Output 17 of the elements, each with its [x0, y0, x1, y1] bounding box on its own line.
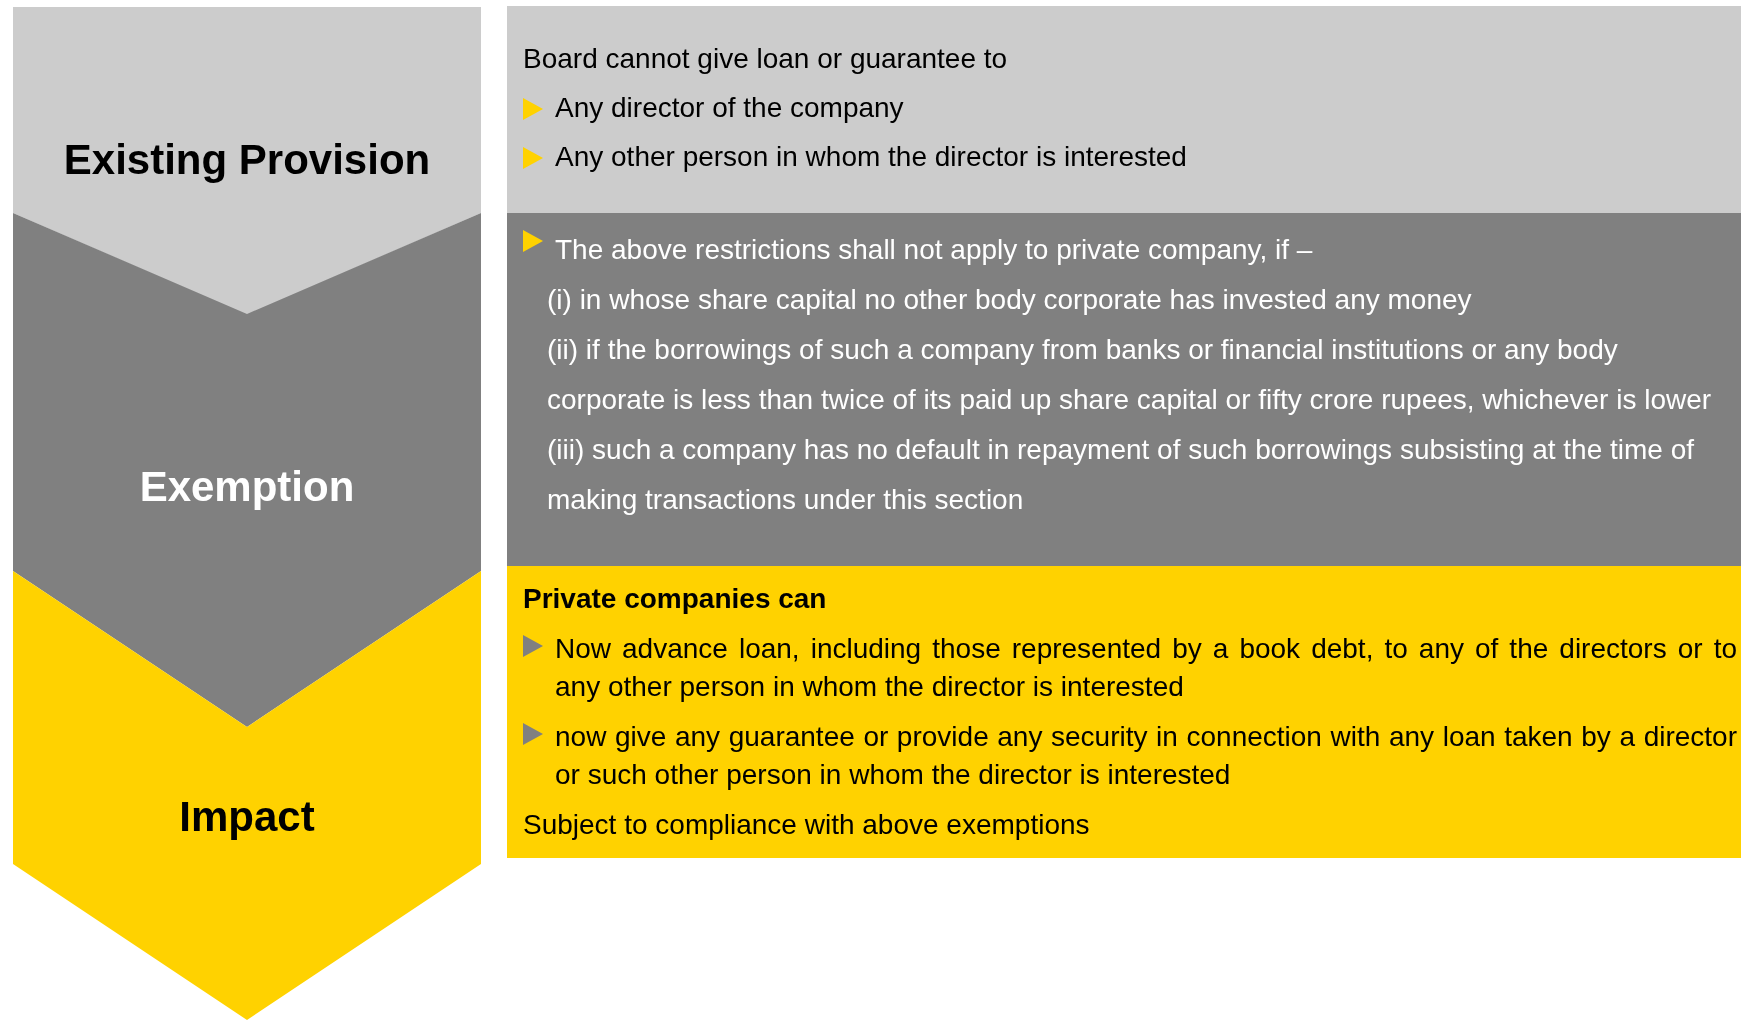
text-panel — [507, 566, 1741, 858]
panel-text: (iii) such a company has no default in repayment of such borrowings subsisting at the time of making transactions under this section — [547, 433, 1696, 517]
panel-text: (i) in whose share capital no other body corporate has invested any money — [547, 283, 1472, 317]
panel-text: Now advance loan, including those represented by a book debt, to any of the directors or to any other person in whom the director is interested — [555, 632, 1737, 704]
chevron-label: Impact — [178, 792, 316, 842]
text-panel — [507, 213, 1741, 566]
panel-text: (ii) if the borrowings of such a company from banks or financial institutions or any body corporate is less than twice of its paid up share capital or fifty crore rupees, whichever is lower — [547, 333, 1713, 417]
text-panel — [507, 6, 1741, 213]
panel-text: The above restrictions shall not apply to private company, if – — [555, 233, 1313, 267]
panel-text: Subject to compliance with above exemptions — [523, 808, 1090, 842]
panel-text: now give any guarantee or provide any security in connection with any loan taken by a director or such other person in whom the director is interested — [555, 720, 1737, 792]
panel-text: Any director of the company — [555, 93, 904, 123]
chevron-label: Existing Provision — [62, 135, 432, 185]
panel-text: Board cannot give loan or guarantee to — [523, 44, 1008, 74]
panel-heading: Private companies can — [523, 582, 827, 616]
chevron-label: Exemption — [138, 462, 356, 512]
panel-text: Any other person in whom the director is interested — [555, 142, 1187, 172]
